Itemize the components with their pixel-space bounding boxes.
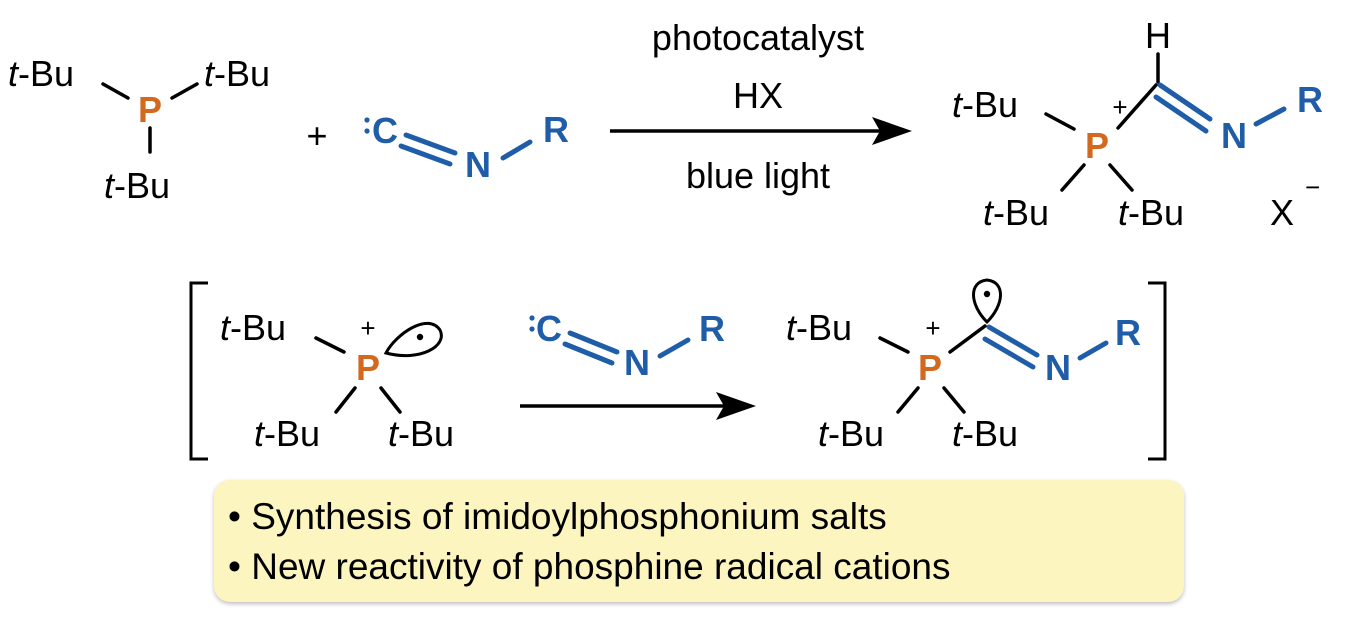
bond-line [1116,83,1158,130]
lone-pair-dot [364,128,370,134]
r-group: R [543,109,569,150]
double-bond-line [1153,94,1209,134]
phosphorus-atom: P [138,89,162,130]
bond-line [1253,106,1287,127]
double-bond-line [986,324,1040,358]
tbu-label: t-Bu [204,53,270,94]
bond-line [896,386,920,414]
nitrogen-atom: N [624,342,650,383]
bond-line [1060,163,1086,192]
imidoyl-radical-intermediate: t-Bu + P N R t-Bu t-Bu [786,278,1141,454]
radical-orbital [972,278,1002,325]
triple-bond-line [567,330,620,355]
reactant-phosphine: t-Bu t-Bu t-Bu P [8,53,270,206]
mechanism-bracket [189,281,1167,461]
plus-charge: + [360,313,375,343]
carbon-atom: C [536,308,562,349]
tbu-label: t-Bu [983,192,1049,233]
r-group: R [1115,312,1141,353]
phosphine-radical-cation: t-Bu + P t-Bu t-Bu [220,307,454,454]
tbu-label: t-Bu [818,413,884,454]
tbu-label: t-Bu [952,84,1018,125]
triple-bond-line [403,132,458,156]
tbu-label: t-Bu [220,307,286,348]
summary-bullet-synthesis: • Synthesis of imidoylphosphonium salts [228,496,887,537]
condition-catalyst: photocatalyst [652,17,864,58]
bond-line [657,337,691,359]
lone-pair-dot [364,117,370,123]
triple-bond-line [398,143,453,167]
triple-bond-line [562,341,615,366]
phosphorus-atom: P [918,347,942,388]
tbu-label: t-Bu [1118,192,1184,233]
reaction-arrow-main: photocatalyst HX blue light [610,17,912,196]
bond-line [1108,163,1134,192]
arrow-head [716,392,756,420]
lone-pair-dot [529,315,535,321]
radical-electron-dot [983,290,991,298]
hydrogen-atom: H [1145,15,1171,56]
tbu-label: t-Bu [952,413,1018,454]
bond-line [334,386,357,414]
bond-line [942,386,966,414]
double-bond-line [982,336,1036,370]
right-bracket [1148,281,1167,461]
tbu-label: t-Bu [8,53,74,94]
bond-line [948,324,987,354]
product-salt: H t-Bu + P N R t-Bu t-Bu X − [952,15,1323,233]
radical-electron-dot [416,333,424,341]
counter-anion: X [1270,192,1294,233]
summary-box: • Synthesis of imidoylphosphonium salts … [214,480,1184,602]
nitrogen-atom: N [465,144,491,185]
bond-line [379,386,402,414]
plus-charge: + [925,313,940,343]
radical-orbital [383,321,443,358]
plus-charge: + [1112,92,1127,122]
minus-charge: − [1305,172,1320,202]
bond-line [1077,340,1109,361]
plus-sign: + [306,115,327,156]
left-bracket [189,281,208,461]
r-group: R [1297,79,1323,120]
tbu-label: t-Bu [104,165,170,206]
bond-line [314,336,346,354]
phosphorus-atom: P [356,347,380,388]
tbu-label: t-Bu [254,413,320,454]
phosphorus-atom: P [1085,125,1109,166]
reactant-isocyanide: C N R [364,109,569,185]
bond-line [878,336,910,354]
summary-bullet-reactivity: • New reactivity of phosphine radical ca… [228,546,951,587]
bond-line [101,82,130,100]
isocyanide-reagent: C N R [529,308,725,383]
nitrogen-atom: N [1221,115,1247,156]
condition-light: blue light [686,155,830,196]
double-bond-line [1157,82,1213,122]
tbu-label: t-Bu [388,413,454,454]
carbon-atom: C [372,110,398,151]
arrow-head [872,117,912,145]
tbu-label: t-Bu [786,307,852,348]
reaction-arrow-mechanism [520,392,756,420]
nitrogen-atom: N [1045,347,1071,388]
bond-line [500,139,533,161]
bond-line [1044,112,1076,131]
condition-acid: HX [733,75,783,116]
r-group: R [699,308,725,349]
bond-line [170,82,199,100]
lone-pair-dot [529,326,535,332]
